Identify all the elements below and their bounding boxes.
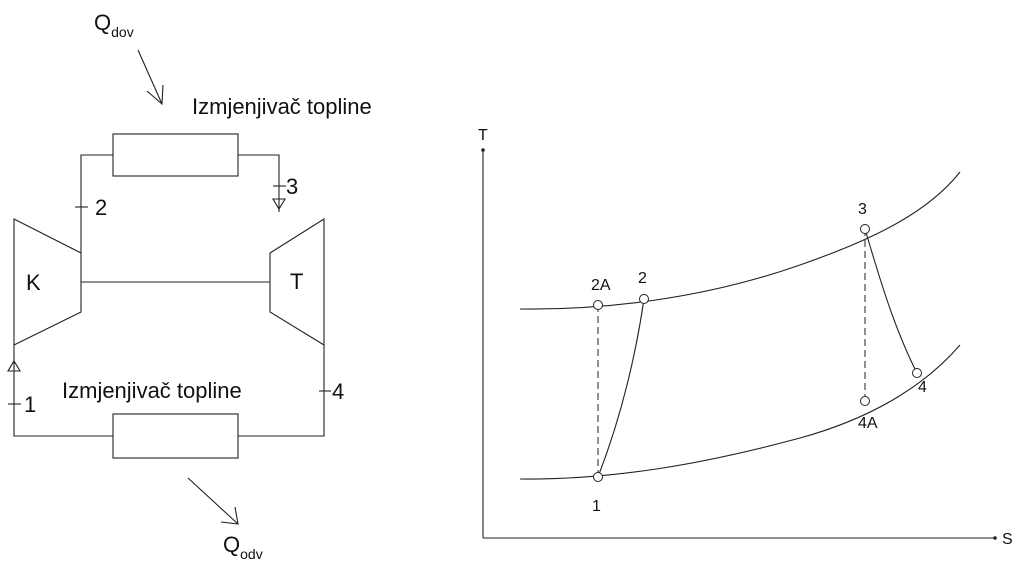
real-expansion-3-4 bbox=[864, 228, 918, 374]
compressor-label: K bbox=[26, 270, 41, 295]
heat-in-label: Qdov bbox=[94, 10, 134, 40]
state-ticks bbox=[8, 185, 331, 405]
isobar-low-pressure bbox=[519, 344, 961, 480]
state-label-1: 1 bbox=[24, 392, 36, 417]
real-compression-1-2 bbox=[597, 298, 645, 478]
heat-out-arrow bbox=[187, 477, 239, 525]
state-label-3: 3 bbox=[286, 174, 298, 199]
heat-exchanger-bottom bbox=[112, 413, 239, 459]
state-point-1 bbox=[593, 472, 603, 482]
x-axis-label: S bbox=[1002, 531, 1013, 548]
heat-exchanger-top bbox=[112, 133, 239, 177]
flow-arrow-up-icon bbox=[7, 359, 21, 372]
isobar-high-pressure bbox=[519, 171, 961, 310]
turbine bbox=[269, 218, 325, 346]
point-label-4a: 4A bbox=[858, 415, 878, 432]
turbine-label: T bbox=[290, 269, 303, 294]
state-label-2: 2 bbox=[95, 195, 107, 220]
y-axis-arrow-icon bbox=[481, 148, 485, 152]
x-axis-arrow-icon bbox=[993, 536, 997, 540]
point-label-2a: 2A bbox=[591, 277, 611, 294]
point-label-3: 3 bbox=[858, 201, 867, 218]
exchanger-top-label: Izmjenjivač topline bbox=[192, 94, 372, 119]
y-axis-label: T bbox=[478, 127, 488, 144]
state-label-4: 4 bbox=[332, 379, 344, 404]
exchanger-bottom-label: Izmjenjivač topline bbox=[62, 378, 242, 403]
heat-in-arrow bbox=[137, 49, 164, 106]
heat-out-label: Qodv bbox=[223, 532, 263, 562]
ts-diagram: T S 1 2A 2 3 4 4A bbox=[478, 127, 1013, 548]
flow-arrow-down-icon bbox=[272, 198, 286, 211]
point-label-2: 2 bbox=[638, 270, 647, 287]
state-point-3 bbox=[860, 224, 870, 234]
state-point-2 bbox=[639, 294, 649, 304]
point-label-4: 4 bbox=[918, 379, 927, 396]
state-point-4 bbox=[912, 368, 922, 378]
state-point-2a bbox=[593, 300, 603, 310]
cycle-schematic: Qdov Izmjenjivač topline K T bbox=[7, 10, 372, 562]
compressor bbox=[13, 218, 82, 346]
state-point-4a bbox=[860, 396, 870, 406]
point-label-1: 1 bbox=[592, 498, 601, 515]
piping bbox=[13, 154, 325, 437]
